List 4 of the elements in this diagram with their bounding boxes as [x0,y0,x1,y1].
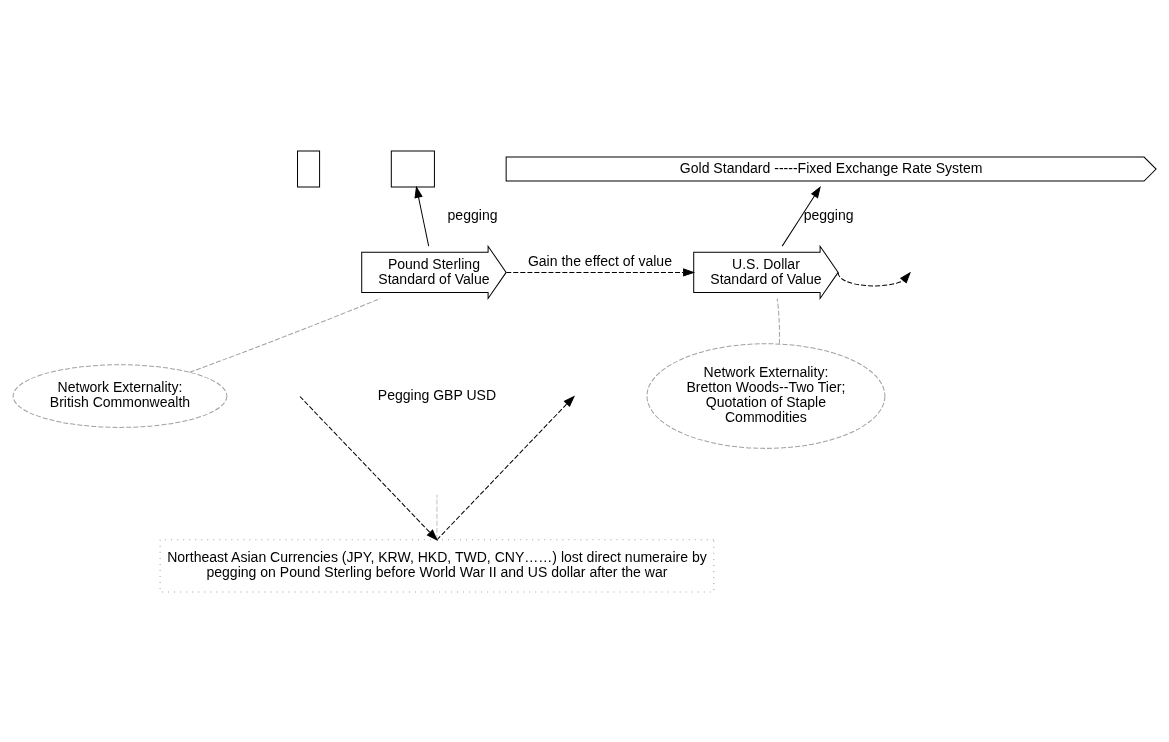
edge-label: pegging [803,206,854,223]
edge-label: pegging [447,206,498,223]
edge-label: Gain the effect of value [527,252,672,269]
label: Pegging GBP USD [377,386,497,403]
